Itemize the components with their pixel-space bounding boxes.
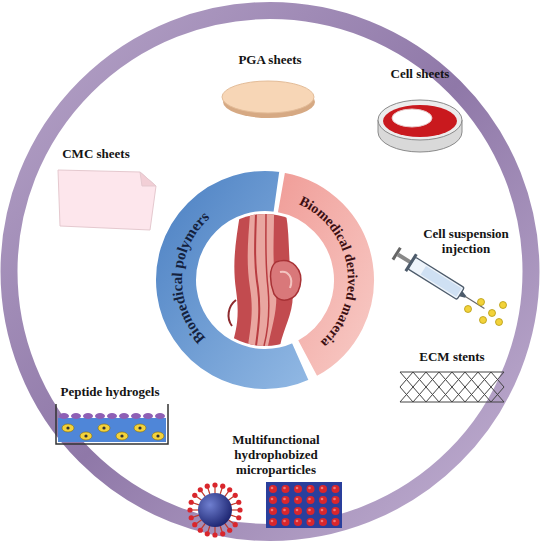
arc-title: Biomedical polymers [169,208,212,347]
material-label: CMC sheets [62,146,130,161]
hydrophobized-microparticle [187,482,242,537]
petri-dish [378,100,462,152]
material-label: Peptide hydrogels [60,384,159,399]
material-label: PGA sheets [238,52,301,67]
derived-material-arc: Biomedical derived materia [153,168,377,392]
microparticle-array [266,482,342,528]
ecm-stent [400,372,504,402]
cell-dots [465,299,507,326]
arc-title: Biomedical derived materia [297,193,360,350]
material-label: Multifunctional hydrophobized microparti… [217,432,335,477]
material-label: Cell sheets [391,66,450,81]
peptide-hydrogel [56,404,168,444]
pga-sheet [222,81,315,118]
material-label: Cell suspension injection [410,226,522,256]
cmc-sheet [58,170,156,230]
material-label: ECM stents [419,349,484,364]
esophagus-illustration [199,214,331,346]
derived-material-arc-shape: Biomedical derived materia [153,168,377,392]
outer-ring [9,11,531,533]
